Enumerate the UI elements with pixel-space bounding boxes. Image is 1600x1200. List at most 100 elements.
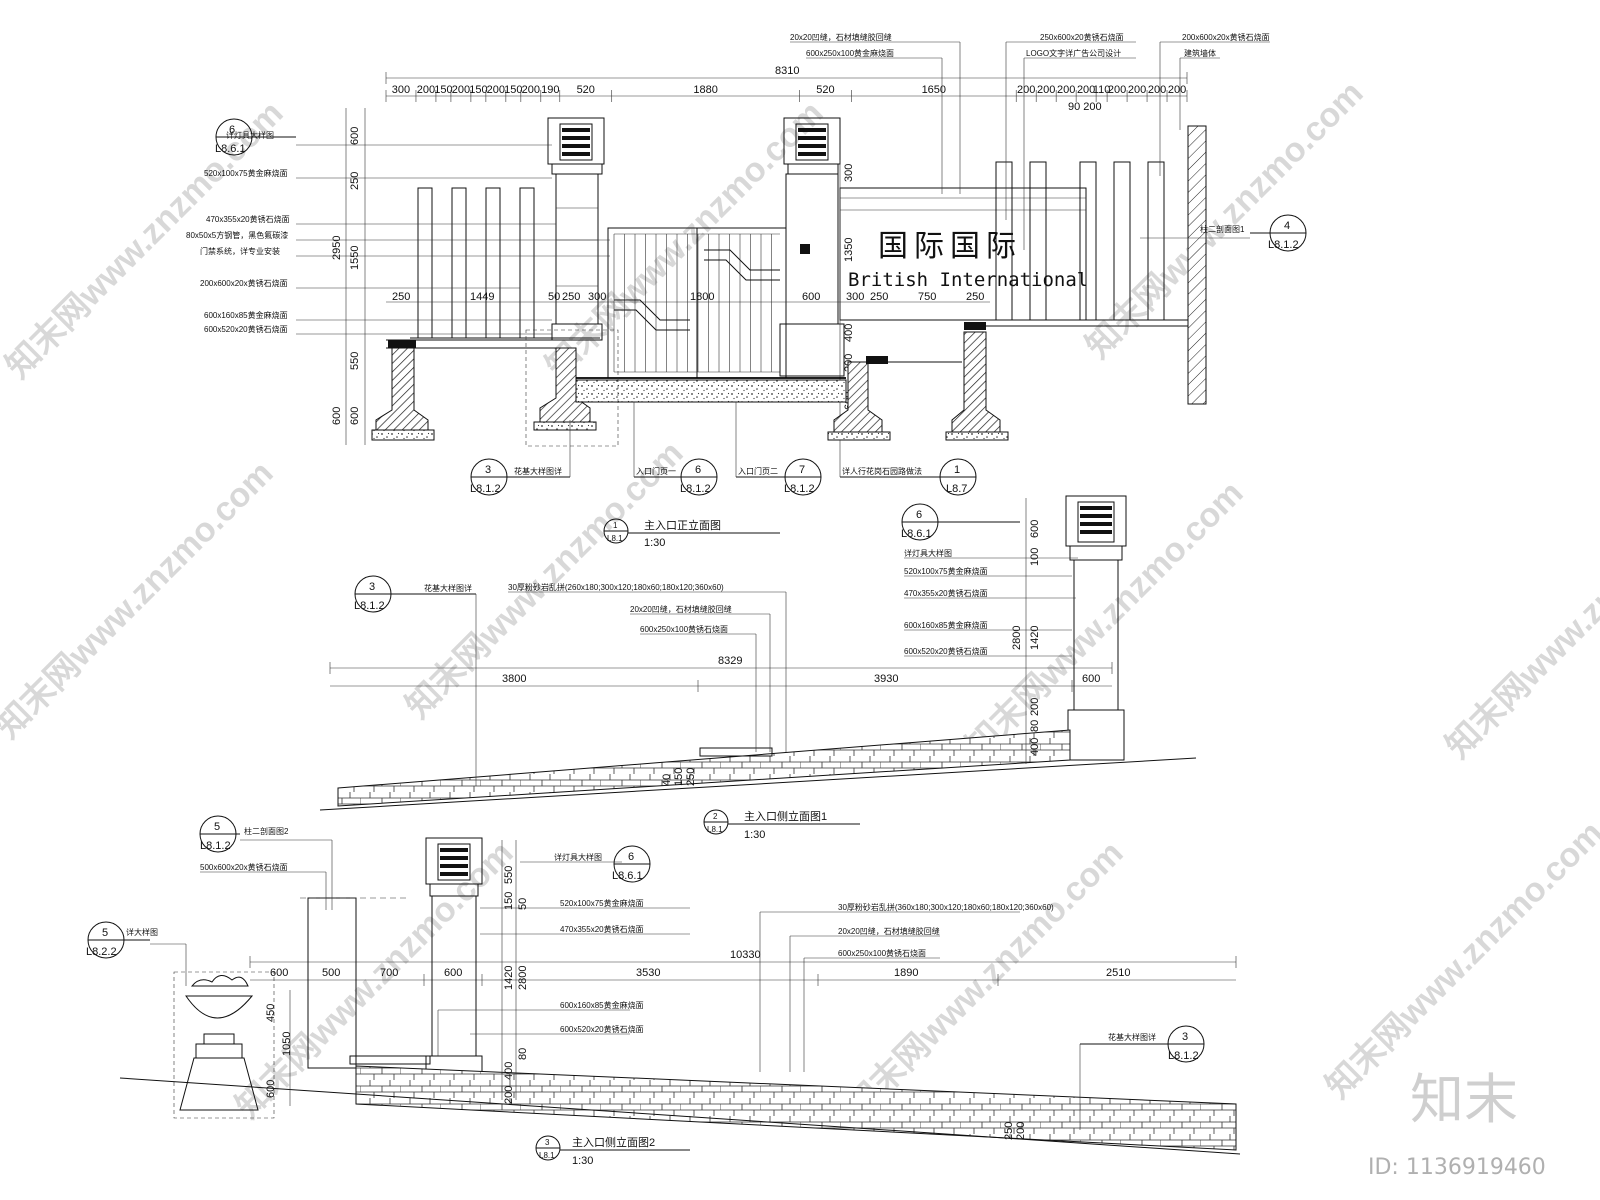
note-text: 250x600x20黄锈石烧面 — [1040, 32, 1124, 42]
dim: 600 — [1082, 673, 1100, 685]
building-wall — [1187, 125, 1207, 405]
ref-sheet: L8.1.2 — [200, 840, 231, 852]
note-text: 80x50x5方钢管，黑色氟碳漆 — [186, 230, 288, 240]
ref-num: 7 — [799, 464, 805, 476]
vert-dim: 1050 — [281, 1032, 293, 1056]
detail-ref-bubble: 6 L8.1.2 入口门页一 — [633, 402, 718, 496]
ref-num: 3 — [485, 464, 491, 476]
note-text: 建筑墙体 — [1184, 48, 1216, 58]
dim: 1890 — [894, 967, 918, 979]
note-text: 200x600x20x黄锈石烧面 — [200, 278, 288, 288]
detail-ref-bubble: 3 L8.1.2 花基大样图详 — [354, 575, 477, 786]
vert-dim: 450 — [265, 1004, 277, 1022]
vert-dim: 2800 — [1011, 626, 1023, 650]
note-text: 600x520x20黄锈石烧面 — [560, 1024, 644, 1034]
detail-ref-bubble: 6 L8.6.1 — [215, 118, 296, 156]
note-text: 470x355x20黄锈石烧面 — [904, 588, 988, 598]
note-text: 详灯具大样图 — [226, 130, 274, 140]
ref-sheet: L8.1.2 — [784, 483, 815, 495]
sub-dim: 90 200 — [1068, 101, 1102, 113]
vert-dim: 250 — [1003, 1122, 1015, 1140]
dim-value: 200 — [1128, 84, 1146, 96]
side-elevation-1: 8329 3800 3930 600 600 100 2800 1420 200… — [319, 495, 1197, 841]
view-caption: 2 L8.1 主入口侧立面图1 1:30 — [703, 809, 860, 841]
note-text: 30厚粉砂岩乱拼(360x180;300x120;180x60;180x120;… — [838, 902, 1054, 912]
vert-dim: 600 — [265, 1080, 277, 1098]
ref-sheet: L8.1.2 — [1268, 239, 1299, 251]
ref-sheet: L8.1.2 — [470, 483, 501, 495]
right-dim: 400 — [843, 324, 855, 342]
mid-dim: 250 — [392, 291, 410, 303]
mid-dim: 250 — [870, 291, 888, 303]
ref-sheet: L8.1.2 — [680, 483, 711, 495]
vert-dim: 200 — [1029, 698, 1041, 716]
ref-sheet: L8.1.2 — [354, 600, 385, 612]
mid-dim: 1449 — [470, 291, 494, 303]
vert-dim: 250 — [685, 768, 697, 786]
note-text: 600x250x100黄金麻烧面 — [806, 48, 894, 58]
note-text: 花基大样图详 — [514, 466, 562, 476]
dim-value: 520 — [816, 84, 834, 96]
left-dim: 2950 — [331, 236, 343, 260]
dim: 3800 — [502, 673, 526, 685]
view-caption: 1 L8.1 主入口正立面图 1:30 — [603, 518, 780, 549]
note-text: 200x600x20x黄锈石烧面 — [1182, 32, 1270, 42]
dim: 600 — [270, 967, 288, 979]
dim-value: 200 — [487, 84, 505, 96]
dim: 2510 — [1106, 967, 1130, 979]
side-elevation-2: 10330 600 500 700 600 3530 1890 2510 — [86, 815, 1241, 1167]
caption-sheet: L8.1 — [607, 534, 623, 543]
dim-value: 110 — [1093, 84, 1111, 96]
left-dim: 1550 — [349, 246, 361, 270]
vert-dim: 150 — [673, 768, 685, 786]
note-text: 入口门页二 — [738, 466, 778, 476]
ref-num: 5 — [214, 821, 220, 833]
mid-dim: 750 — [918, 291, 936, 303]
note-text: 20x20凹缝，石材填缝胶回缝 — [790, 32, 892, 42]
left-notes: 详灯具大样图 520x100x75黄金麻烧面 470x355x20黄锈石烧面 8… — [186, 130, 610, 335]
ref-sheet: L8.7 — [946, 483, 967, 495]
ref-num: 4 — [1284, 220, 1290, 232]
overall-dim: 10330 — [730, 949, 761, 961]
caption-scale: 1:30 — [644, 537, 665, 549]
note-text: 20x20凹缝，石材填缝胶回缝 — [630, 604, 732, 614]
dim-value: 200 — [1077, 84, 1095, 96]
dim-value: 200 — [522, 84, 540, 96]
detail-ref-bubble: 6 L8.6.1 — [901, 503, 1020, 541]
caption-sheet: L8.1 — [539, 1151, 555, 1160]
detail-ref-bubble: 6 L8.6.1 — [612, 845, 651, 883]
note-text: 600x520x20黄锈石烧面 — [204, 324, 288, 334]
mid-dim: 250 — [966, 291, 984, 303]
vert-dim: 400 — [1029, 738, 1041, 756]
dim: 3530 — [636, 967, 660, 979]
ref-num: 3 — [369, 581, 375, 593]
dim-value: 150 — [434, 84, 452, 96]
note-text: 柱二剖面图2 — [244, 826, 289, 836]
note-text: 470x355x20黄锈石烧面 — [560, 924, 644, 934]
mid-dim: 1800 — [690, 291, 714, 303]
note-text: 520x100x75黄金麻烧面 — [904, 566, 988, 576]
vert-dim: 150 — [503, 892, 515, 910]
note-text: 470x355x20黄锈石烧面 — [206, 214, 290, 224]
note-text: 详灯具大样图 — [904, 548, 952, 558]
note-text: 500x600x20x黄锈石烧面 — [200, 862, 288, 872]
right-dim: 300 — [843, 164, 855, 182]
caption-scale: 1:30 — [744, 829, 765, 841]
vert-dim: 80 — [1029, 720, 1041, 732]
note-text: 20x20凹缝，石材填缝胶回缝 — [838, 926, 940, 936]
right-dim: 1350 — [843, 238, 855, 262]
vert-dim: 40 — [661, 774, 673, 786]
note-text: 520x100x75黄金麻烧面 — [204, 168, 288, 178]
ref-num: 6 — [628, 851, 634, 863]
dim-value: 150 — [504, 84, 522, 96]
note-text: 600x160x85黄金麻烧面 — [560, 1000, 644, 1010]
ref-sheet: L8.6.1 — [612, 870, 643, 882]
watermark-text: 知末网www.znzmo.com — [1079, 74, 1371, 366]
watermark-text: 知末网www.znzmo.com — [0, 454, 281, 746]
caption-scale: 1:30 — [572, 1155, 593, 1167]
note-text: 详大样图 — [126, 927, 158, 937]
brand-id: ID: 1136919460 — [1368, 1155, 1546, 1180]
detail-ref-bubble: 7 L8.1.2 入口门页二 — [735, 402, 822, 496]
dim: 3930 — [874, 673, 898, 685]
